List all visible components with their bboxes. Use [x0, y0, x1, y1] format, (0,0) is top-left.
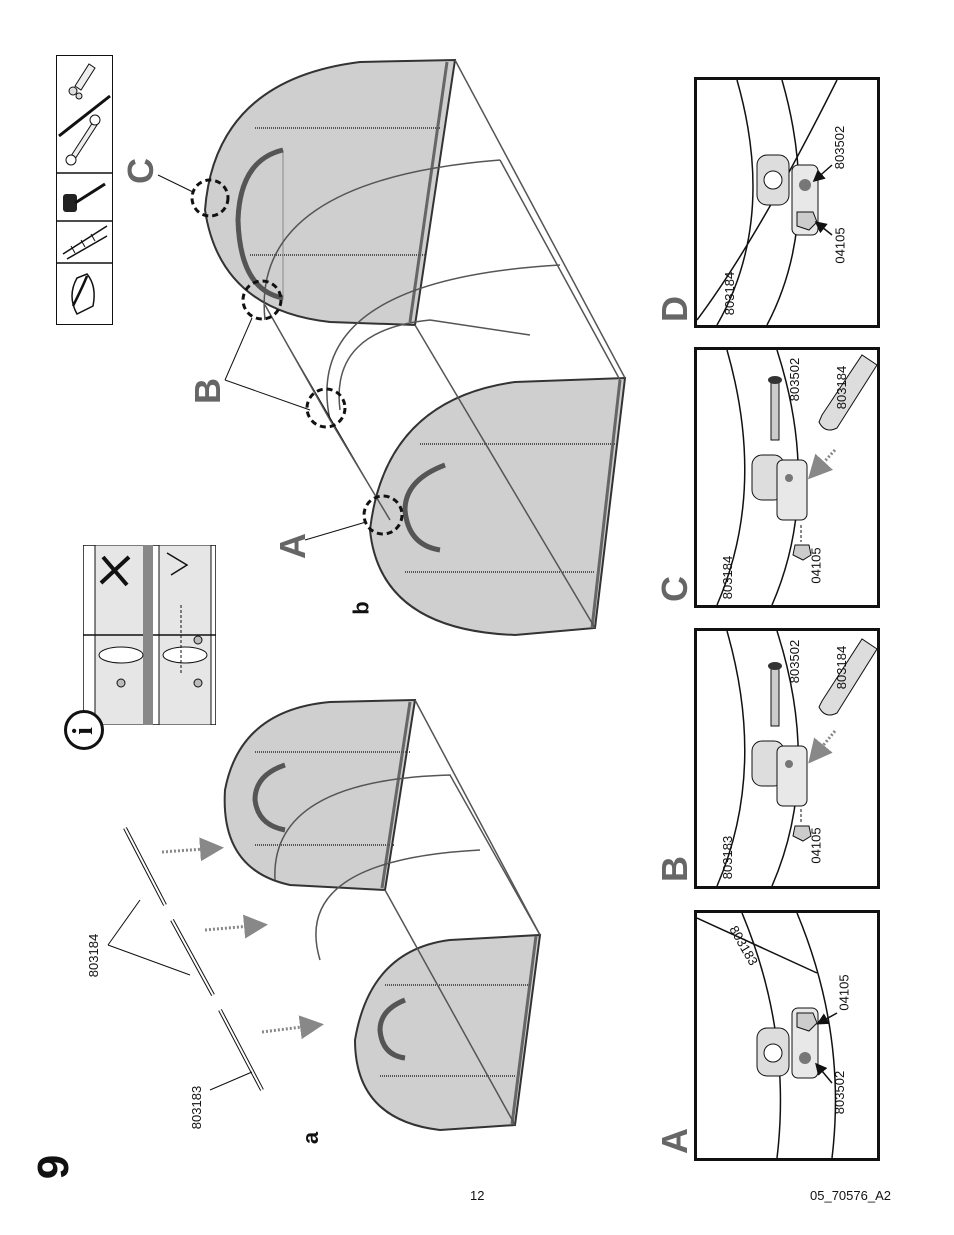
info-box	[82, 544, 217, 726]
wrench-and-socket-icon	[58, 63, 111, 166]
assembly-illustration	[107, 58, 627, 1132]
view-b	[157, 58, 627, 637]
callout-b-label: B	[187, 378, 228, 404]
view-a-label: a	[298, 1131, 324, 1145]
panel-b-04105: 04105	[808, 827, 824, 864]
panel-d-803184: 803184	[722, 271, 738, 316]
document-code: 05_70576_A2	[810, 1188, 891, 1203]
panel-a-04105: 04105	[836, 974, 852, 1011]
callout-a-label: A	[272, 533, 313, 559]
panel-d-803502: 803502	[832, 125, 848, 170]
part-803183-label: 803183	[189, 1085, 205, 1130]
panel-b-803184: 803184	[834, 645, 850, 690]
detail-panel-d	[694, 77, 880, 328]
part-803184-label: 803184	[86, 933, 102, 978]
panel-d-letter: D	[654, 296, 695, 322]
panel-b-803502: 803502	[787, 639, 803, 684]
detail-panel-c	[694, 347, 880, 608]
tools-box	[56, 55, 113, 325]
panel-b-letter: B	[654, 856, 695, 882]
panel-a-803502: 803502	[832, 1070, 848, 1115]
wrong-mark-icon	[99, 555, 131, 587]
check-mark-icon	[166, 552, 189, 576]
panel-c-letter: C	[654, 576, 695, 602]
ladder-icon	[62, 225, 108, 260]
view-a	[107, 698, 542, 1132]
detail-panel-b	[694, 628, 880, 889]
panel-b-803183: 803183	[720, 835, 736, 880]
info-icon: i	[64, 710, 104, 750]
detail-panel-a	[694, 910, 880, 1161]
panel-a-letter: A	[654, 1128, 695, 1154]
callout-c-label: C	[120, 158, 161, 184]
panel-c-04105: 04105	[808, 547, 824, 584]
mallet-icon	[63, 182, 106, 212]
panel-c-803184-left: 803184	[720, 555, 736, 600]
panel-c-803502: 803502	[787, 357, 803, 402]
page-number: 12	[470, 1188, 485, 1203]
gloves-icon	[71, 273, 95, 315]
panel-d-04105: 04105	[832, 227, 848, 264]
view-b-label: b	[348, 601, 374, 615]
panel-c-803184-right: 803184	[834, 365, 850, 410]
